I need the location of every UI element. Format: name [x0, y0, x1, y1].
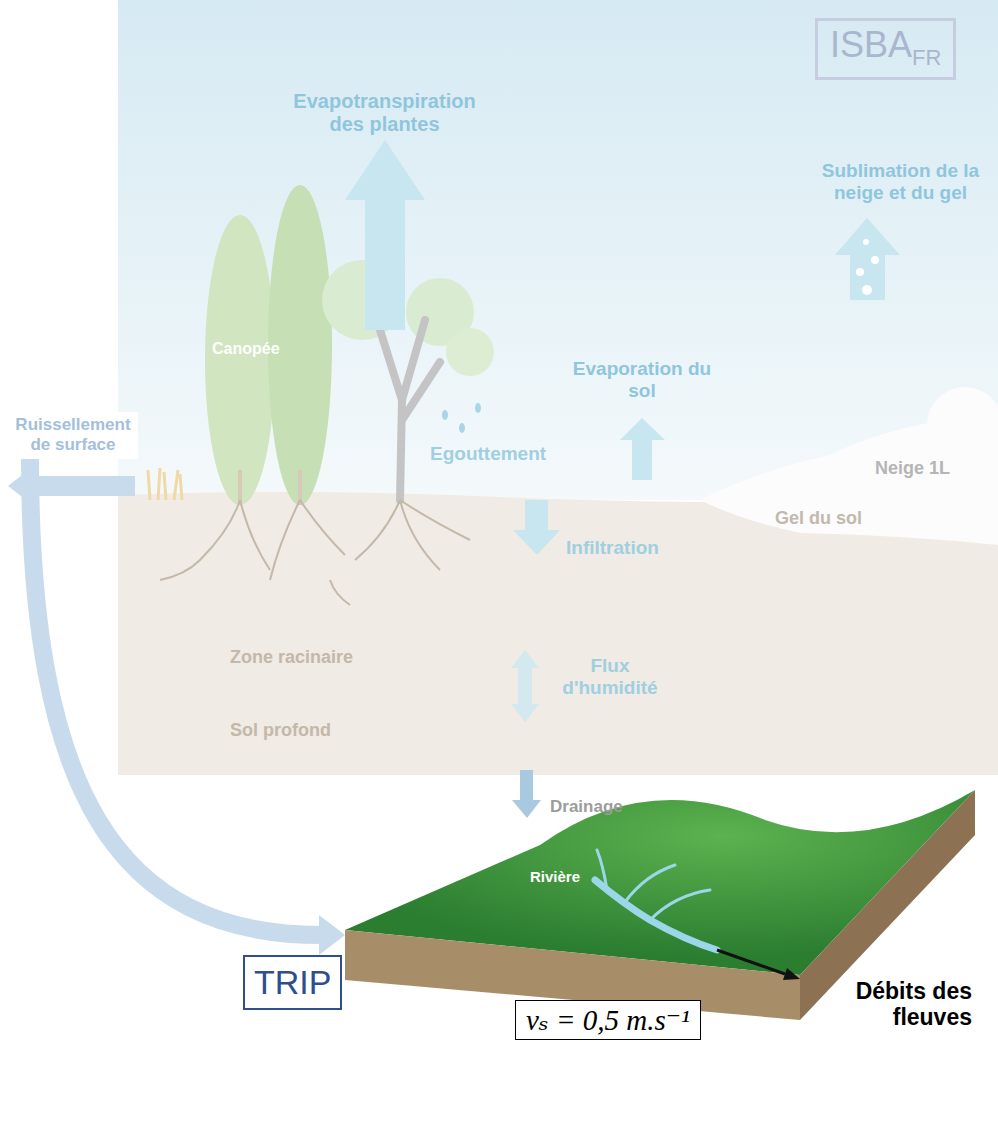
formula-box: vₛ = 0,5 m.s⁻¹: [515, 1000, 701, 1040]
snow-bump: [927, 387, 998, 463]
flow-arrow: [717, 950, 785, 974]
tree-trunk: [380, 320, 440, 500]
part-label: Canopée: [212, 340, 280, 358]
water-drop: [442, 410, 448, 420]
flow-arrow-head: [783, 968, 800, 980]
water-drop: [475, 403, 481, 413]
flux-label: Evapotranspiration des plantes: [277, 90, 492, 136]
model-name: TRIP: [254, 963, 331, 1001]
flux-label: Ruissellement de surface: [12, 415, 134, 456]
runoff-label-box: Ruissellement de surface: [8, 412, 138, 459]
part-label: Sol profond: [230, 720, 331, 741]
tree-trunk: [298, 470, 302, 505]
model-subscript: FR: [912, 45, 941, 70]
runoff-connector: [30, 459, 345, 955]
flux-label: Sublimation de la neige et du gel: [798, 160, 998, 204]
flux-label: Flux d'humidité: [545, 655, 675, 699]
flux-arrow: [620, 418, 665, 480]
model-box: TRIP: [243, 955, 342, 1010]
arrow-head: [319, 915, 345, 955]
snow-dot: [856, 268, 864, 276]
grass: [148, 468, 182, 500]
output-label: Débits des fleuves: [800, 978, 972, 1031]
model-box: ISBAFR: [815, 18, 956, 80]
flux-label: Egouttement: [430, 443, 546, 465]
flux-arrow: [513, 500, 560, 555]
water-drop: [459, 423, 465, 433]
part-label: Zone racinaire: [230, 647, 353, 668]
leaves: [446, 328, 494, 376]
flux-arrow: [511, 650, 539, 722]
part-label: Neige 1L: [875, 458, 950, 479]
snow-dot: [862, 285, 872, 295]
river-label: Rivière: [530, 868, 580, 885]
tree: [205, 215, 275, 505]
velocity-formula: vₛ = 0,5 m.s⁻¹: [526, 1004, 690, 1036]
roots: [160, 500, 470, 605]
flux-arrow: [835, 218, 900, 300]
snow-dot: [863, 239, 869, 245]
part-label: Gel du sol: [775, 508, 862, 529]
flux-label: Drainage: [550, 797, 623, 817]
tree-trunk: [238, 470, 242, 505]
river-branch: [597, 850, 710, 920]
flux-arrow: [345, 140, 425, 330]
drainage-arrow: [512, 770, 541, 818]
model-name: ISBA: [830, 24, 912, 65]
flux-label: Evaporation du sol: [567, 358, 717, 402]
snow-dot: [871, 256, 879, 264]
flux-label: Infiltration: [566, 537, 659, 559]
connector-line: [30, 459, 321, 935]
